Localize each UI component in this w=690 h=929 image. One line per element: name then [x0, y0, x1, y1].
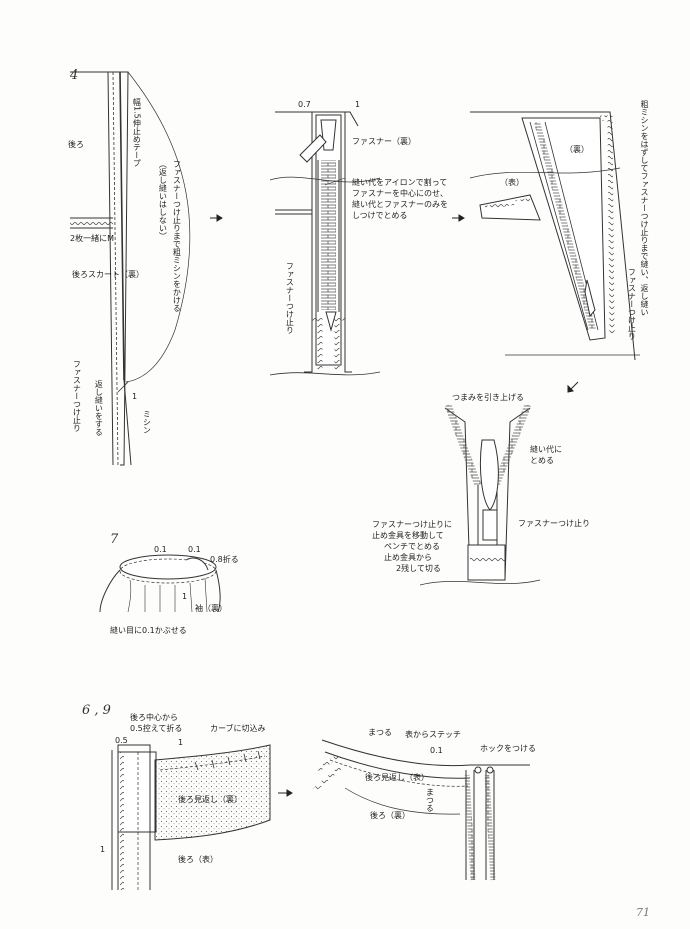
page-number: 71 [636, 906, 650, 919]
label-stop-allowance-2: とめる [530, 456, 554, 465]
label-fig69a-0-5: 0.5 [115, 736, 128, 745]
label-cover-0-1: 縫い目に0.1かぶせる [110, 626, 187, 635]
label-pull-up: つまみを引き上げる [452, 393, 524, 402]
label-sleeve-wrong: 袖（裏） [195, 604, 227, 613]
label-note-line1: 縫い代をアイロンで割って [352, 178, 448, 187]
fig5-drawing [269, 111, 381, 376]
label-fig69a-one-a: 1 [178, 738, 184, 747]
label-zip-end-5: ファスナーつけ止り [285, 262, 295, 334]
fig7-drawing [99, 554, 221, 613]
label-fig4-one: 1 [132, 392, 138, 401]
label-stopper-4: 止め金具から [384, 553, 432, 562]
label-fold-0-8: 0.8折る [210, 555, 239, 564]
fig8-drawing [419, 403, 541, 586]
label-facing-wrong: 後ろ見返し（裏） [178, 795, 242, 804]
label-zip-end-6: ファスナーつけ止り [627, 268, 637, 340]
label-hook: ホックをつける [480, 744, 536, 753]
label-slip-1: まつる [368, 728, 392, 737]
label-facing-right: 後ろ見返し（表） [365, 773, 429, 782]
label-fig69b-0-1: 0.1 [430, 746, 443, 755]
label-fig69a-one-b: 1 [100, 845, 106, 854]
label-stopper-1: ファスナーつけ止りに [372, 520, 452, 529]
label-right-6: （表） [500, 178, 524, 187]
label-note-line4: しつけでとめる [352, 211, 408, 220]
flow-arrows [210, 214, 579, 797]
label-fold-line-2: 0.5控えて折る [130, 724, 183, 733]
label-dim-1: 1 [355, 100, 361, 109]
fig69a-drawing [111, 744, 271, 890]
label-stopper-2: 止め金具を移動して [372, 531, 444, 540]
label-note-line2: ファスナーを中心にのせ、 [352, 189, 448, 198]
label-wrong-6: （裏） [565, 145, 589, 154]
fig69b-drawing [312, 739, 530, 881]
label-backstitch: 返し縫いをする [94, 380, 104, 436]
fig6-drawing [469, 111, 640, 361]
label-fig7-0-1b: 0.1 [188, 545, 201, 554]
fig4-drawing [70, 71, 191, 466]
label-slip-2: まつる [425, 788, 435, 812]
label-stop-allowance: 縫い代に [530, 445, 562, 454]
label-back-skirt-wrong: 後ろスカート（裏） [72, 270, 144, 279]
label-fig7-one: 1 [182, 592, 188, 601]
label-tape: 幅1.5伸止めテープ [132, 98, 142, 167]
label-zip-end-4: ファスナーつけ止り [72, 360, 82, 432]
label-fig7-0-1a: 0.1 [154, 545, 167, 554]
label-two-layers: 2枚一緒にM [70, 234, 114, 243]
step-number-4: 4 [70, 68, 79, 83]
label-dim-0-7: 0.7 [298, 100, 311, 109]
label-stopper-5: 2残して切る [396, 564, 441, 573]
step-number-6-9: 6 , 9 [82, 703, 111, 718]
label-back: 後ろ [68, 140, 84, 149]
label-zip-wrong: ファスナー（裏） [352, 137, 416, 146]
label-machine: ミシン [142, 410, 152, 434]
label-stopper-3: ペンチでとめる [384, 542, 440, 551]
label-back-wrong: 後ろ（裏） [370, 811, 410, 820]
label-fold-line-1: 後ろ中心から [130, 713, 178, 722]
label-no-backstitch: （返し縫いはしない） [158, 160, 168, 240]
label-topstitch: 表からステッチ [405, 730, 461, 739]
label-long-stitch: ファスナーつけ止りまで粗ミシンをかける [172, 160, 182, 312]
label-note-line3: 縫い代とファスナーのみを [352, 200, 448, 209]
label-back-right: 後ろ（表） [178, 855, 218, 864]
label-fig6-note: 粗ミシンをはずしてファスナーつけ止りまで縫い、返し縫い [640, 100, 649, 316]
label-notch: カーブに切込み [210, 724, 266, 733]
step-number-7: 7 [110, 532, 119, 547]
label-zip-end-8: ファスナーつけ止り [518, 519, 590, 528]
